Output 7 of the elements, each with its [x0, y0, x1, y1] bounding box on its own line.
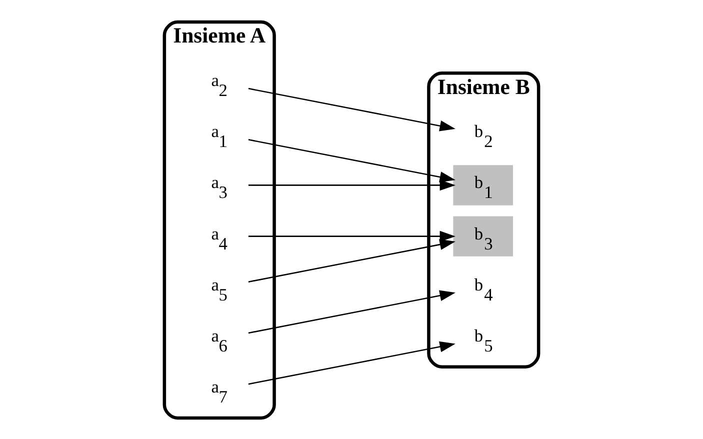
- arrow: [248, 87, 456, 131]
- arrow: [248, 238, 456, 282]
- arrow: [248, 230, 456, 242]
- arrow: [248, 179, 456, 190]
- arrow: [248, 138, 456, 182]
- arrow: [248, 290, 456, 334]
- arrow: [248, 340, 456, 384]
